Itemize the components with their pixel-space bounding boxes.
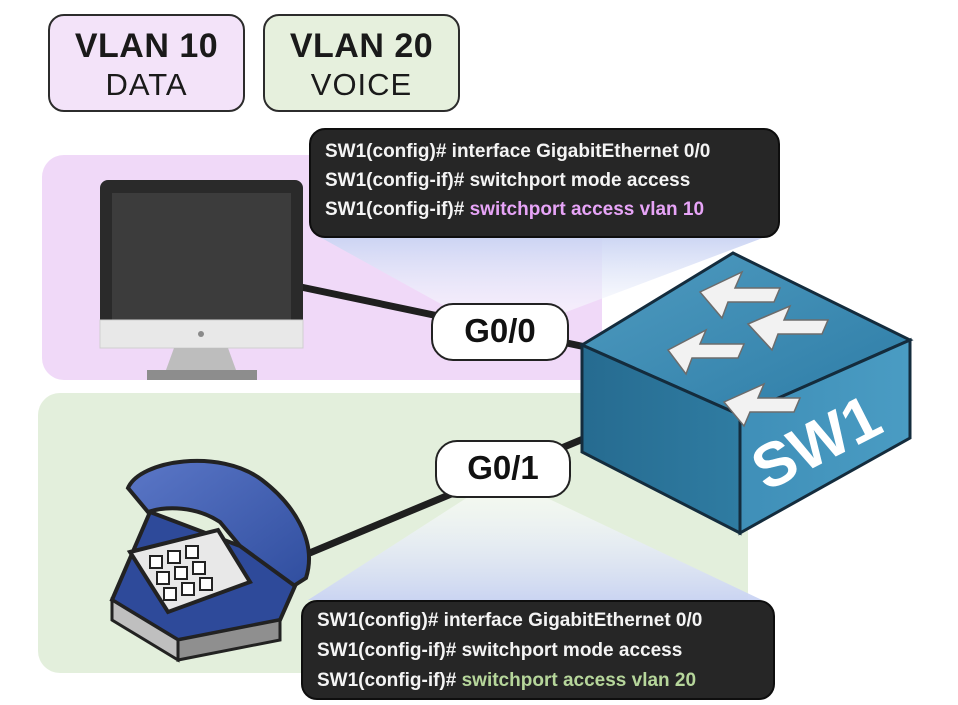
cli-config-g00: SW1(config)# interface GigabitEthernet 0… (309, 128, 780, 238)
cli-line: SW1(config-if)# switchport mode access (317, 640, 683, 661)
legend-vlan20-id: VLAN 20 (289, 27, 434, 65)
monitor-icon (99, 180, 304, 380)
cli-prompt: SW1(config-if)# (317, 670, 462, 691)
focus-beam-bottom (308, 497, 762, 600)
port-label-g00: G0/0 (431, 303, 569, 361)
cli-highlight-vlan20: switchport access vlan 20 (461, 670, 697, 691)
cli-line: SW1(config)# interface GigabitEthernet 0… (317, 610, 703, 631)
port-label-g01: G0/1 (435, 440, 571, 498)
cli-line: SW1(config)# interface GigabitEthernet 0… (325, 141, 711, 162)
focus-beam-top (318, 236, 768, 320)
cli-line: SW1(config-if)# switchport access vlan 2… (317, 666, 759, 696)
cli-line: SW1(config-if)# switchport mode access (325, 170, 691, 191)
legend-vlan20-voice: VLAN 20 VOICE (263, 14, 460, 112)
legend-vlan10-id: VLAN 10 (74, 27, 219, 65)
legend-vlan10-data: VLAN 10 DATA (48, 14, 245, 112)
legend-vlan20-name: VOICE (310, 67, 413, 102)
switch-icon: SW1 (578, 251, 914, 536)
cli-highlight-vlan10: switchport access vlan 10 (469, 199, 705, 220)
legend-vlan10-name: DATA (105, 67, 188, 102)
cli-config-g01: SW1(config)# interface GigabitEthernet 0… (301, 600, 775, 700)
cli-prompt: SW1(config-if)# (325, 199, 470, 220)
telephone-icon (109, 459, 311, 663)
cli-line: SW1(config-if)# switchport access vlan 1… (325, 195, 764, 224)
